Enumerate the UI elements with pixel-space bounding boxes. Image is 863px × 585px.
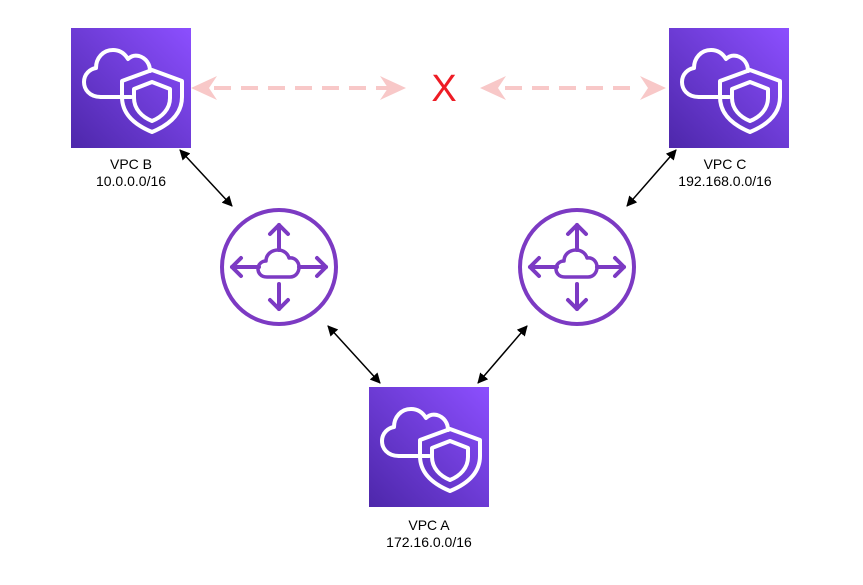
blocked-marker: X	[431, 68, 456, 110]
connector-tgw-left-vpc-a	[327, 325, 381, 384]
vpc-a-name: VPC A	[408, 517, 450, 533]
vpc-b-icon	[69, 26, 193, 150]
vpc-b-cidr: 10.0.0.0/16	[95, 173, 167, 189]
transit-gateway-left-icon	[220, 208, 338, 326]
transit-gateway-right-icon	[518, 208, 636, 326]
vpc-b-name: VPC B	[109, 156, 152, 172]
vpc-b-label: VPC B 10.0.0.0/16	[51, 156, 211, 190]
connector-vpc-b-tgw-left	[179, 149, 233, 207]
vpc-c-icon	[667, 26, 791, 150]
vpc-c-label: VPC C 192.168.0.0/16	[645, 156, 805, 190]
arrow-left-head-icon	[480, 76, 506, 100]
vpc-a-label: VPC A 172.16.0.0/16	[349, 517, 509, 551]
connector-tgw-right-vpc-a	[477, 325, 528, 384]
blocked-peering-connection	[191, 76, 666, 100]
vpc-c-cidr: 192.168.0.0/16	[678, 173, 772, 189]
vpc-a-cidr: 172.16.0.0/16	[386, 534, 472, 550]
arrow-right-head-icon	[640, 76, 666, 100]
vpc-c-name: VPC C	[703, 156, 747, 172]
connector-vpc-c-tgw-right	[626, 149, 677, 207]
arrow-left-head-icon	[191, 76, 217, 100]
vpc-a-icon	[367, 385, 491, 509]
arrow-right-head-icon	[380, 76, 406, 100]
connectors	[179, 149, 677, 384]
